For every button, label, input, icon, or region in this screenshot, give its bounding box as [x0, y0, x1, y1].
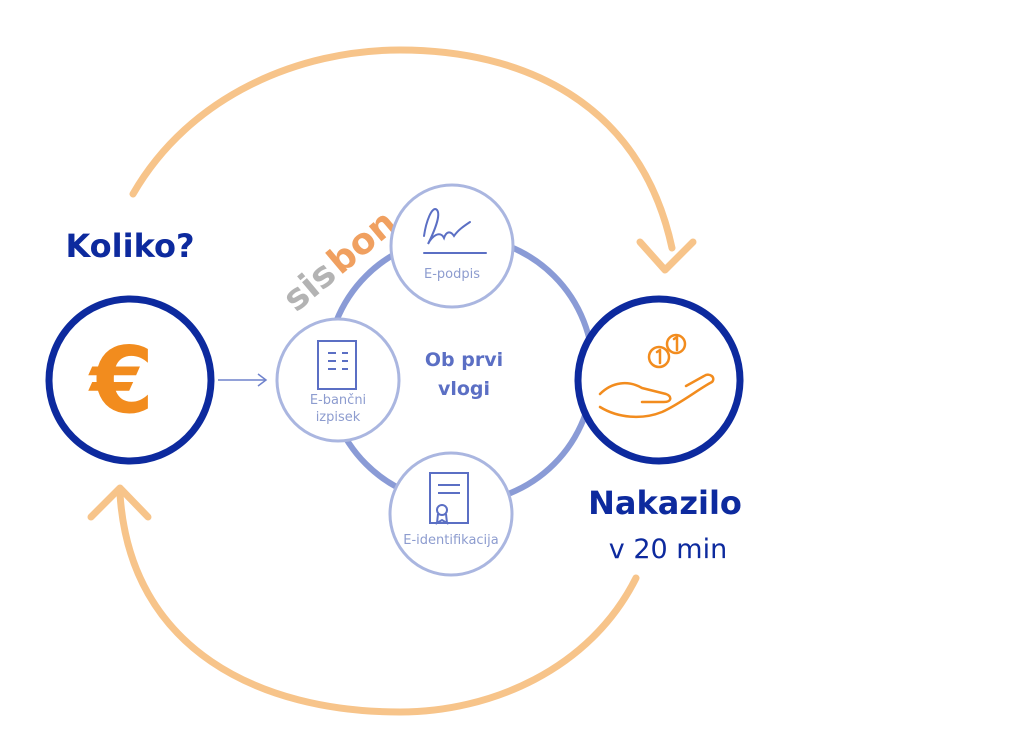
bottom-arrow-head-icon [87, 484, 152, 521]
node-signature-label: E-podpis [424, 267, 480, 282]
node-statement-label-line2: izpisek [316, 410, 361, 425]
node-bank-statement: E-bančni izpisek [275, 317, 401, 443]
hand-coins-icon [598, 333, 715, 419]
top-arc [129, 46, 676, 252]
euro-icon: € [88, 327, 154, 434]
center-label-line2: vlogi [438, 378, 490, 400]
connector-arrow-icon [218, 373, 268, 387]
question-label: Koliko? [65, 227, 194, 265]
top-arrow-head-icon [636, 238, 697, 274]
certificate-icon [429, 472, 469, 525]
signature-icon [423, 208, 487, 254]
node-identification: E-identifikacija [388, 451, 514, 577]
document-icon [317, 340, 357, 390]
payout-circle [574, 295, 744, 465]
node-signature: E-podpis [389, 183, 515, 309]
cycle-arcs [87, 46, 697, 716]
center-label-line1: Ob prvi [425, 349, 503, 371]
payout-subtitle: v 20 min [609, 534, 727, 565]
euro-circle: € [45, 295, 215, 465]
payout-title: Nakazilo [588, 484, 742, 522]
node-statement-label-line1: E-bančni [310, 393, 366, 408]
node-identification-label: E-identifikacija [403, 533, 499, 548]
bottom-arc [116, 490, 640, 716]
